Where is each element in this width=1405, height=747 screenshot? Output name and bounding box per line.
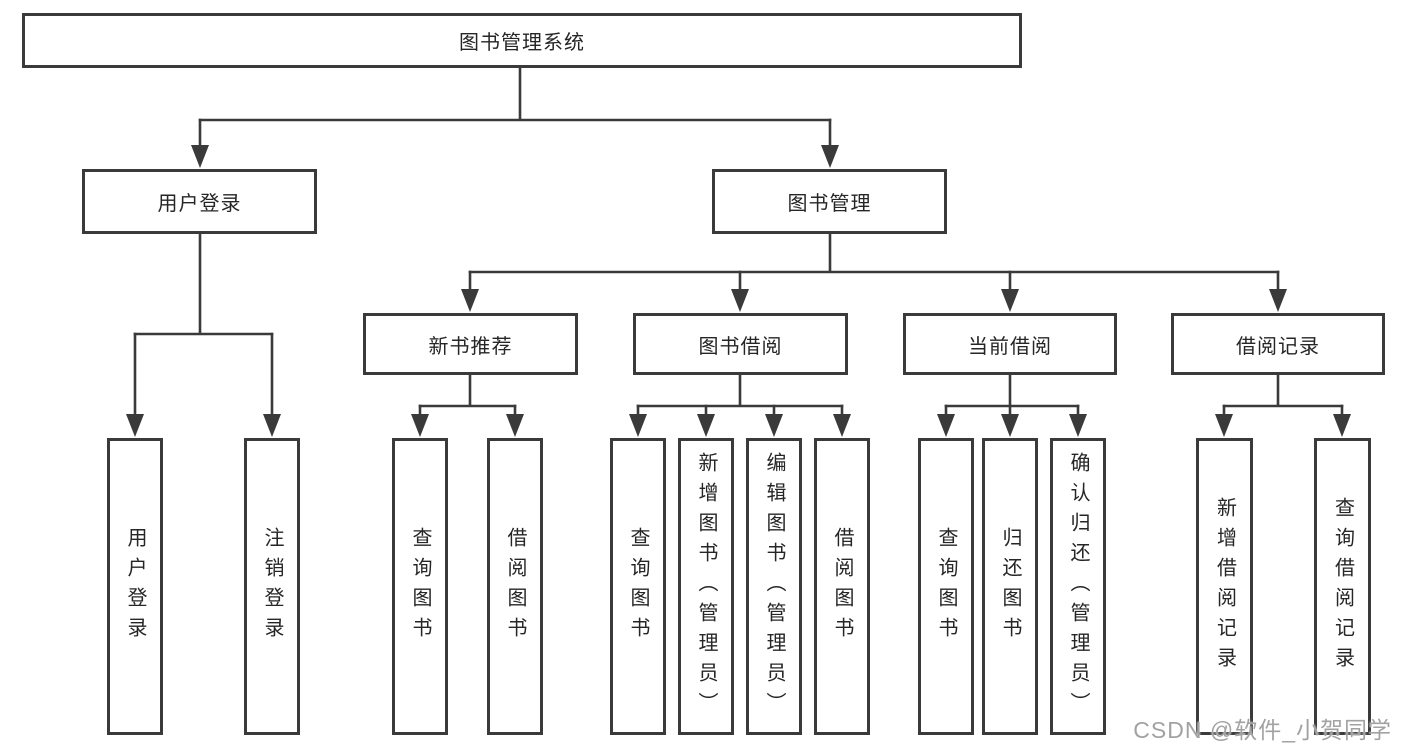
node-library-management-system: 图书管理系统 [22, 13, 1022, 68]
leaf-label: 用户登录 [124, 526, 146, 647]
node-user-login: 用户登录 [82, 169, 317, 234]
leaf-return-book: 归还图书 [982, 438, 1038, 735]
leaf-borrow-book: 借阅图书 [487, 438, 543, 735]
leaf-label: 借阅图书 [831, 526, 853, 647]
leaf-query-book: 查询图书 [392, 438, 448, 735]
leaf-borrow-book: 借阅图书 [814, 438, 870, 735]
leaf-label: 注销登录 [261, 526, 283, 647]
leaf-add-borrow-record: 新增借阅记录 [1196, 438, 1253, 735]
leaf-logout: 注销登录 [244, 438, 300, 735]
leaf-edit-book-admin: 编辑图书（管理员） [746, 438, 802, 735]
node-new-book-recommendation: 新书推荐 [363, 313, 578, 375]
leaf-query-book: 查询图书 [610, 438, 666, 735]
leaf-label: 新增图书（管理员） [695, 451, 717, 722]
leaf-confirm-return-admin: 确认归还（管理员） [1050, 438, 1106, 735]
leaf-label: 查询借阅记录 [1331, 496, 1354, 677]
leaf-query-borrow-record: 查询借阅记录 [1314, 438, 1371, 735]
node-borrowing-records: 借阅记录 [1171, 313, 1385, 375]
leaf-label: 查询图书 [627, 526, 649, 647]
leaf-user-login: 用户登录 [107, 438, 163, 735]
leaf-label: 查询图书 [409, 526, 431, 647]
leaf-add-book-admin: 新增图书（管理员） [678, 438, 734, 735]
watermark: CSDN @软件_小贺同学 [1133, 717, 1392, 743]
leaf-label: 新增借阅记录 [1213, 496, 1236, 677]
node-book-borrowing: 图书借阅 [633, 313, 848, 375]
leaf-query-book: 查询图书 [918, 438, 974, 735]
node-current-borrowing: 当前借阅 [903, 313, 1117, 375]
leaf-label: 借阅图书 [504, 526, 526, 647]
leaf-label: 查询图书 [935, 526, 957, 647]
leaf-label: 确认归还（管理员） [1067, 451, 1089, 722]
leaf-label: 归还图书 [999, 526, 1021, 647]
node-book-management: 图书管理 [712, 169, 947, 234]
leaf-label: 编辑图书（管理员） [763, 451, 785, 722]
